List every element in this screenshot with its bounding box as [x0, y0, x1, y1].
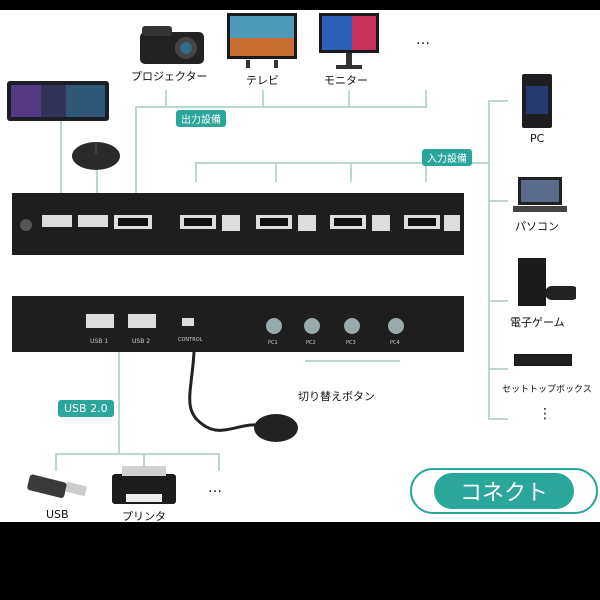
- rear-panel: [12, 193, 464, 255]
- input-tag: 入力設備: [422, 149, 472, 166]
- monitor-icon: [318, 12, 380, 72]
- stb-label: セットトップボックス: [502, 385, 592, 395]
- set-top-box-icon: [512, 350, 574, 370]
- tv-icon: [226, 12, 298, 70]
- usb-drive-icon: [26, 472, 90, 502]
- control-label: CONTROL: [178, 337, 203, 343]
- tv-label: テレビ: [246, 74, 279, 87]
- usb-tag: USB 2.0: [58, 400, 114, 417]
- diagram-canvas: プロジェクター テレビ モニター … 出力設備 入力設備: [0, 10, 600, 522]
- keyboard-icon: [6, 80, 110, 122]
- game-console-icon: [516, 256, 579, 308]
- wired-remote-icon: [182, 350, 302, 450]
- bottom-more: …: [208, 480, 222, 496]
- output-tag: 出力設備: [176, 110, 226, 127]
- pc4-label: PC4: [390, 340, 400, 346]
- projector-label: プロジェクター: [131, 70, 208, 83]
- connect-button-label: コネクト: [433, 473, 574, 509]
- right-more: ⋮: [538, 406, 552, 422]
- mouse-icon: [70, 140, 122, 172]
- projector-icon: [138, 20, 206, 66]
- pc3-label: PC3: [346, 340, 356, 346]
- console-label: 電子ゲーム: [510, 316, 565, 329]
- laptop-label: パソコン: [515, 220, 559, 233]
- pc2-label: PC2: [306, 340, 316, 346]
- pc1-label: PC1: [268, 340, 278, 346]
- laptop-icon: [512, 175, 568, 215]
- monitor-label: モニター: [324, 74, 368, 87]
- usb2-label: USB 2: [132, 338, 151, 345]
- usb1-label: USB 1: [90, 338, 109, 345]
- connect-button[interactable]: コネクト: [410, 468, 598, 514]
- printer-label: プリンタ: [122, 510, 166, 522]
- pc-label: PC: [530, 132, 545, 145]
- front-panel: [12, 296, 464, 352]
- switch-button-label: 切り替えボタン: [298, 390, 375, 403]
- usb-label: USB: [46, 508, 69, 521]
- top-more: …: [416, 32, 430, 48]
- printer-icon: [110, 464, 178, 508]
- pc-tower-icon: [520, 72, 554, 130]
